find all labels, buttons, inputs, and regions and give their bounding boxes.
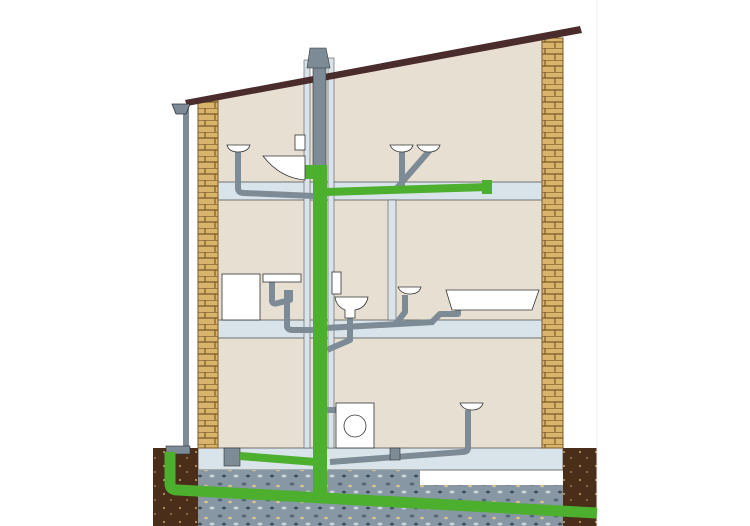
downspout-shoe bbox=[165, 445, 191, 455]
sink-icon bbox=[389, 144, 414, 153]
brick-wall-left bbox=[197, 99, 219, 449]
partition-wall bbox=[327, 57, 335, 449]
cleanout-left bbox=[223, 447, 241, 467]
washing-machine-door bbox=[343, 414, 367, 438]
kitchen-sink-icon bbox=[262, 273, 302, 283]
partition-wall bbox=[303, 59, 311, 449]
gutter-head bbox=[171, 103, 191, 115]
toilet-cistern bbox=[331, 271, 342, 295]
green-end-cap bbox=[482, 180, 492, 194]
vent-stack bbox=[312, 64, 327, 176]
sink-icon bbox=[226, 144, 251, 153]
sink-icon bbox=[416, 144, 441, 153]
vent-cap bbox=[306, 47, 331, 69]
dishwasher-icon bbox=[221, 273, 261, 321]
toilet-icon bbox=[262, 155, 306, 181]
sink-icon bbox=[397, 286, 422, 295]
green-fitting bbox=[305, 165, 315, 179]
toilet-icon bbox=[334, 296, 369, 319]
toilet-cistern bbox=[294, 134, 306, 151]
partition-wall bbox=[387, 199, 397, 321]
fixtures bbox=[221, 134, 540, 449]
brick-wall-right bbox=[541, 37, 564, 449]
house-interior bbox=[218, 38, 542, 450]
green-main-drain bbox=[164, 165, 598, 519]
roof bbox=[185, 26, 582, 106]
bathtub-icon bbox=[445, 289, 540, 311]
sink-icon bbox=[459, 402, 484, 411]
pipe-fitting bbox=[389, 447, 401, 461]
